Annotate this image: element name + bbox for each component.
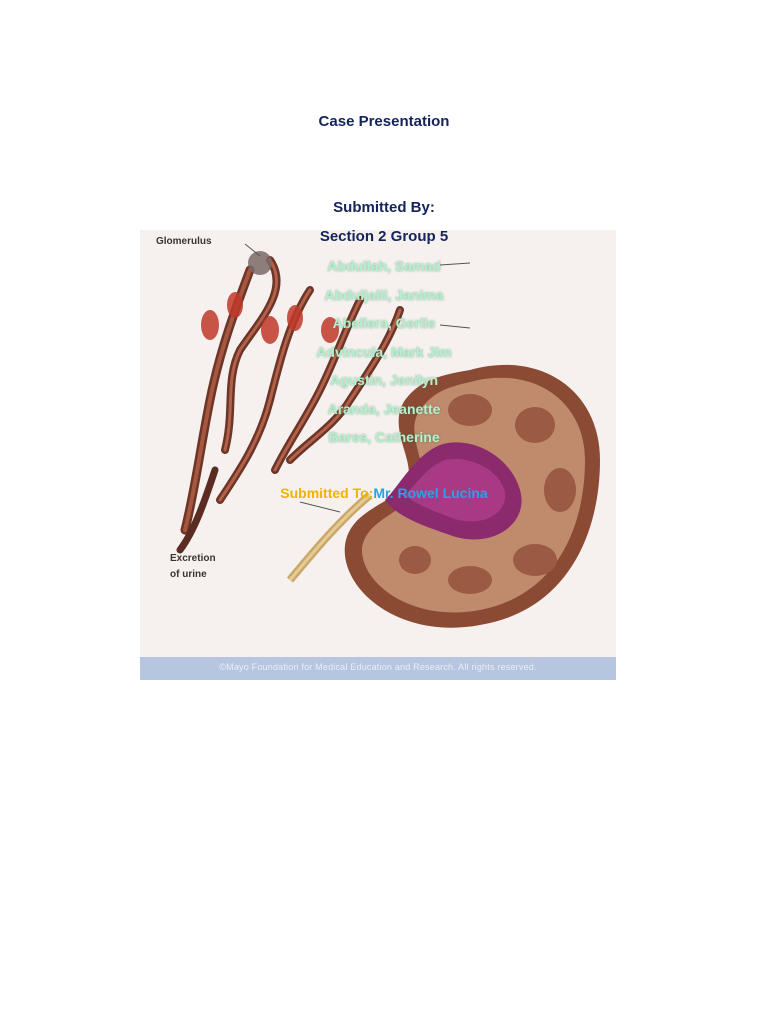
member-name: Aranda, Jeanette — [327, 400, 441, 417]
document-title: Case Presentation — [318, 113, 450, 130]
kidney-diagram-graphic — [176, 243, 600, 628]
label-glomerulus: Glomerulus — [156, 236, 212, 247]
kidney-illustration: Glomerulus Excretion of urine — [140, 230, 616, 680]
label-excretion-line1: Excretion — [170, 553, 216, 564]
submitted-to-label: Submitted To: — [280, 485, 374, 501]
submitted-to-name: Mr. Rowel Lucina — [373, 485, 488, 501]
member-name: Abduljalil, Janima — [324, 286, 444, 303]
member-list: Abdullah, Samad Abduljalil, Janima Abell… — [0, 256, 768, 456]
illustration-caption-strip: ©Mayo Foundation for Medical Education a… — [140, 657, 616, 680]
illustration-caption: ©Mayo Foundation for Medical Education a… — [219, 662, 537, 672]
submitted-to-line: Submitted To:Mr. Rowel Lucina — [0, 485, 768, 501]
member-name: Advincula, Mark Jim — [316, 343, 452, 360]
submitted-by-heading: Submitted By: — [333, 199, 435, 216]
label-excretion-line2: of urine — [170, 569, 207, 580]
section-group-label: Section 2 Group 5 — [319, 228, 449, 245]
member-name: Abdullah, Samad — [327, 258, 441, 274]
member-name: Agustin, Jenilyn — [329, 372, 439, 388]
member-name: Abellera, Gerile — [332, 315, 436, 331]
member-name: Bares, Catherine — [328, 429, 440, 445]
